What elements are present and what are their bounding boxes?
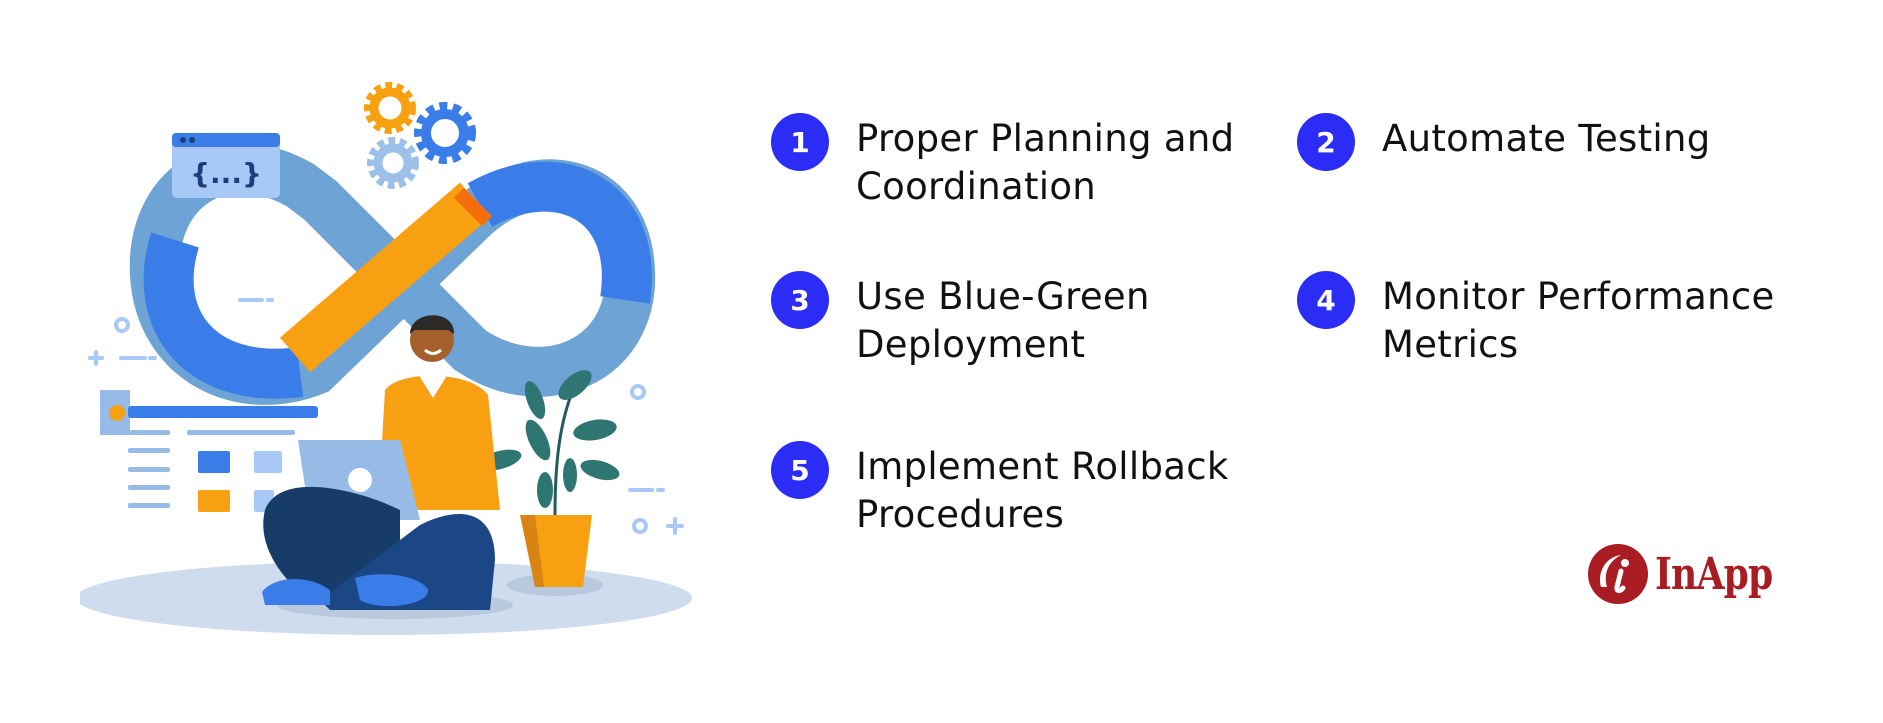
decorative-shapes bbox=[88, 298, 684, 535]
item-label: Use Blue-Green Deployment bbox=[856, 275, 1150, 366]
devops-illustration: {...} bbox=[80, 82, 692, 635]
infinity-loop-icon bbox=[129, 143, 656, 405]
svg-text:{...}: {...} bbox=[190, 157, 262, 190]
list-item: 4 Monitor Performance Metrics bbox=[1297, 271, 1775, 369]
list-item: 2 Automate Testing bbox=[1297, 113, 1711, 171]
inapp-logo: InApp bbox=[1587, 543, 1798, 605]
gear-icon bbox=[414, 102, 476, 164]
code-window-icon: {...} bbox=[172, 133, 280, 198]
step-number-badge: 5 bbox=[771, 441, 829, 499]
step-number-badge: 4 bbox=[1297, 271, 1355, 329]
i-circle-logo-icon bbox=[1588, 544, 1648, 604]
gear-icon bbox=[364, 82, 416, 134]
plant-icon bbox=[478, 370, 620, 587]
person-with-laptop-icon bbox=[262, 315, 500, 610]
item-label: Monitor Performance Metrics bbox=[1382, 275, 1775, 366]
logo-text: InApp bbox=[1655, 548, 1773, 600]
list-item: 5 Implement Rollback Procedures bbox=[771, 441, 1229, 539]
item-label: Proper Planning and Coordination bbox=[856, 117, 1235, 208]
step-number-badge: 3 bbox=[771, 271, 829, 329]
file-browser-icon bbox=[100, 390, 318, 512]
item-label: Automate Testing bbox=[1382, 117, 1711, 160]
step-number-badge: 1 bbox=[771, 113, 829, 171]
gear-icon bbox=[367, 137, 419, 189]
item-label: Implement Rollback Procedures bbox=[856, 445, 1229, 536]
list-item: 3 Use Blue-Green Deployment bbox=[771, 271, 1150, 369]
list-item: 1 Proper Planning and Coordination bbox=[771, 113, 1235, 211]
step-number-badge: 2 bbox=[1297, 113, 1355, 171]
